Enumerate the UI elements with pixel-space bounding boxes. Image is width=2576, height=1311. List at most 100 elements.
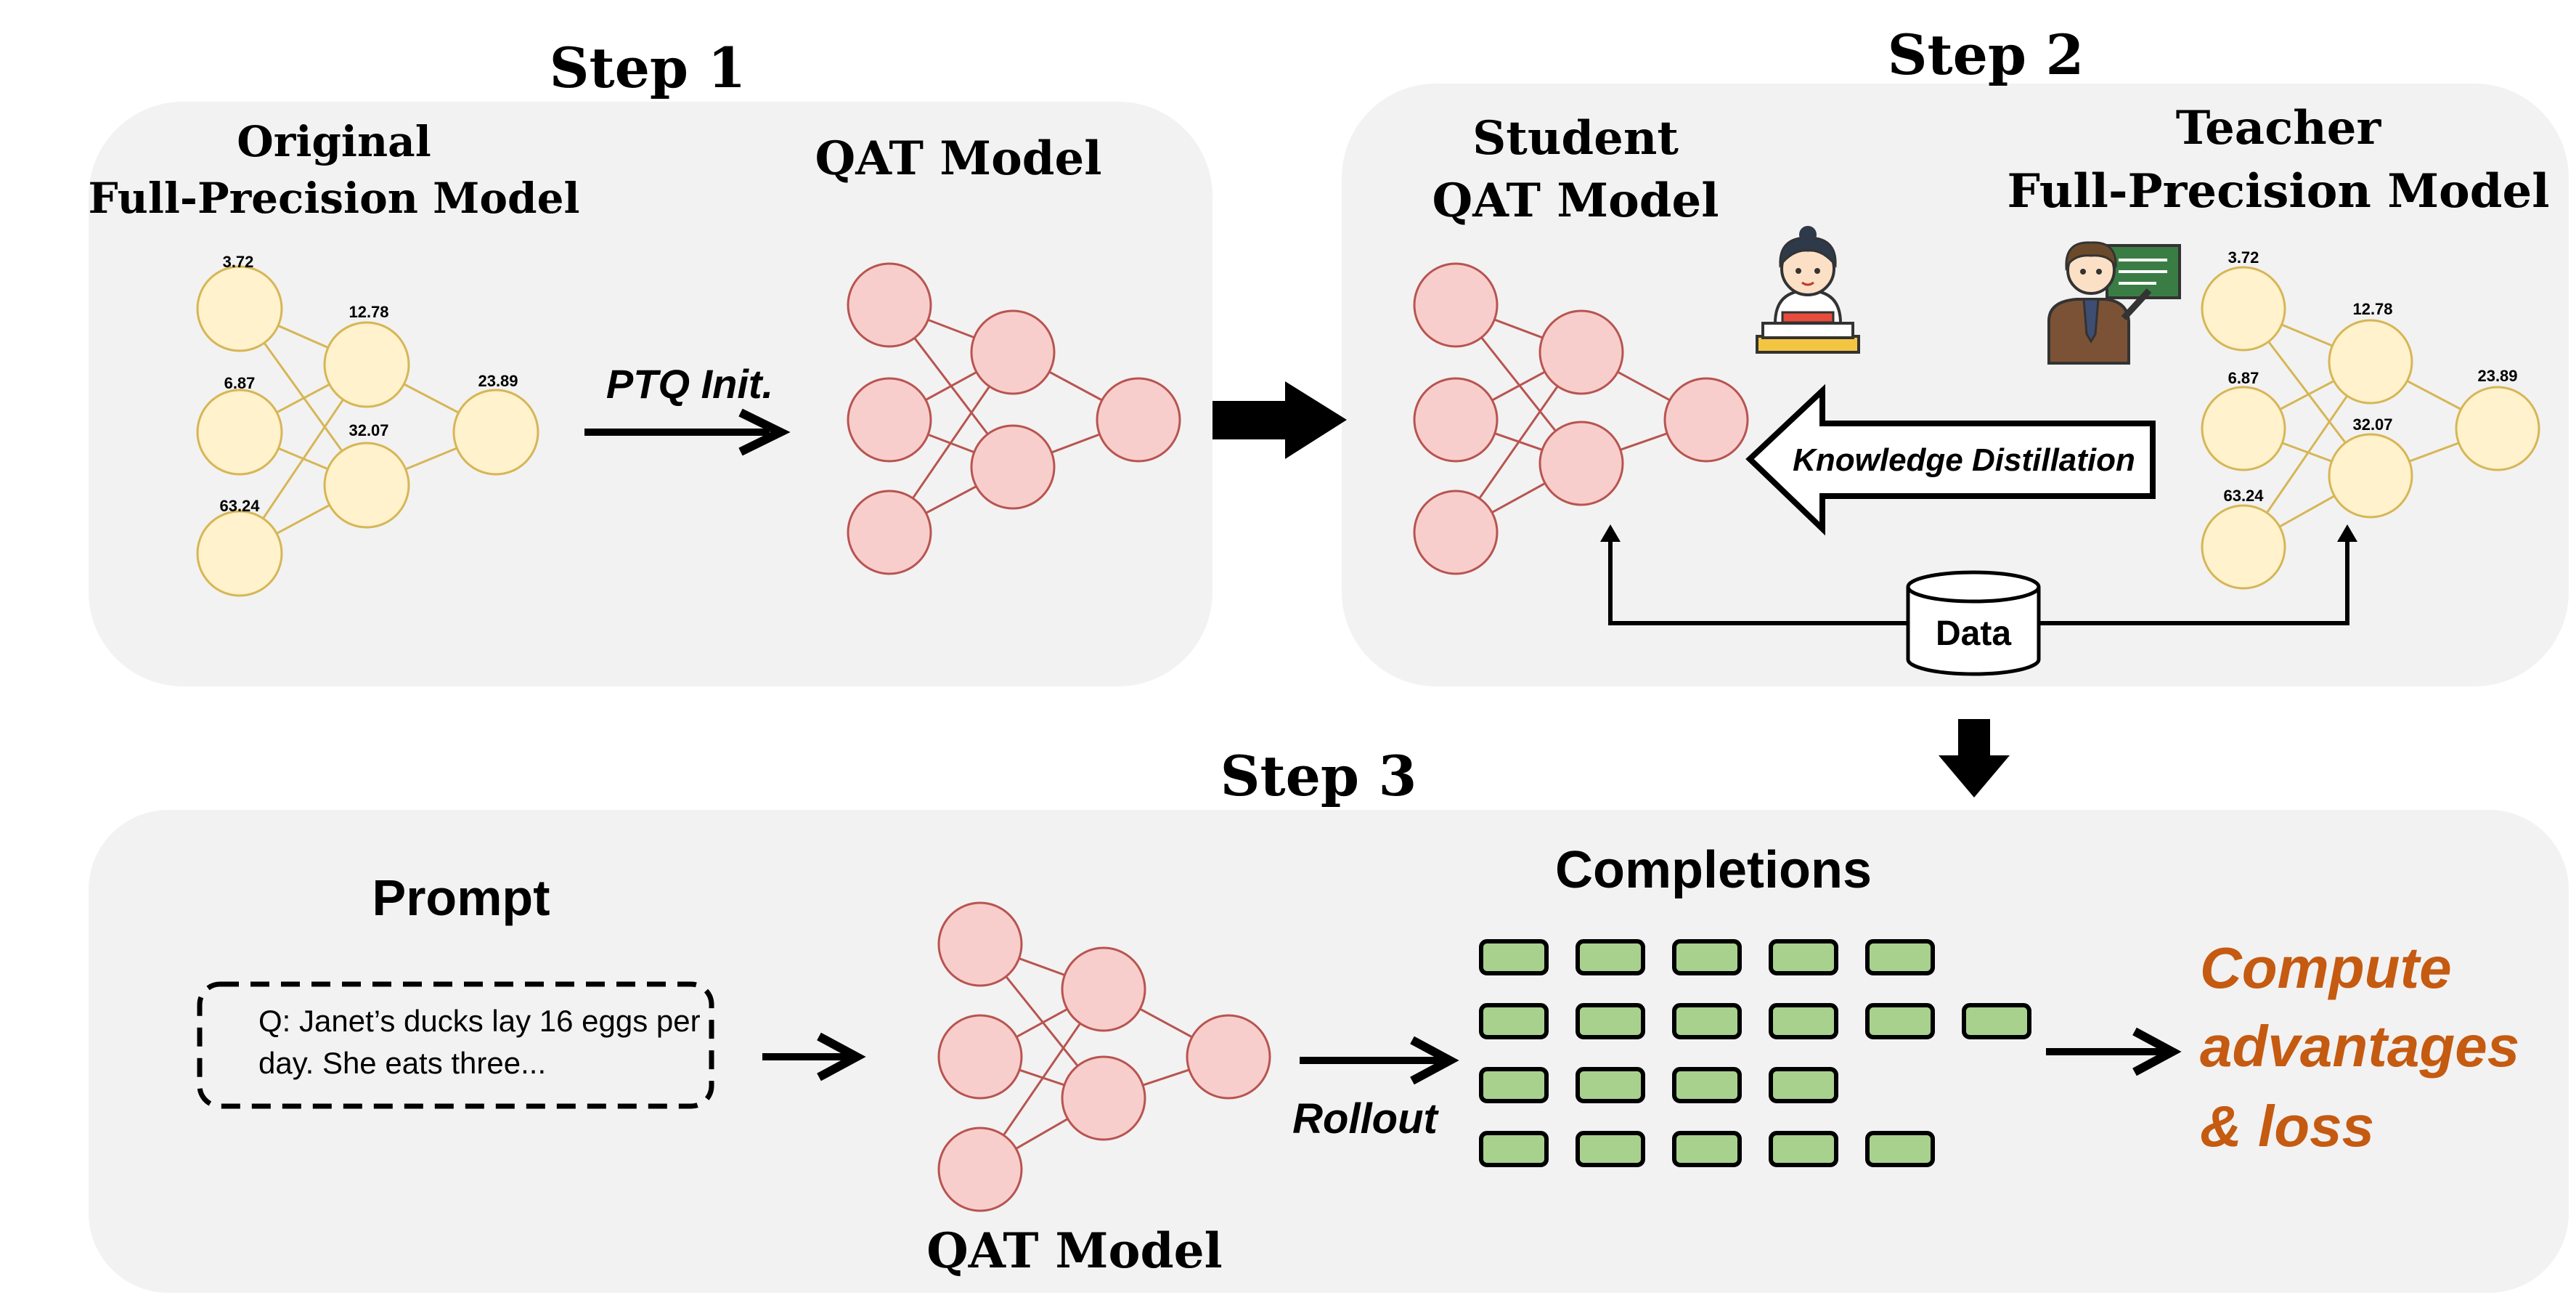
fp-network-step1 bbox=[196, 265, 539, 597]
qat-node bbox=[937, 1014, 1023, 1100]
fp-node-value: 23.89 bbox=[2477, 367, 2517, 385]
arrow-up-icon bbox=[2337, 524, 2357, 542]
qat-node bbox=[937, 1127, 1023, 1212]
qat-network-step1 bbox=[847, 262, 1181, 575]
teacher-label: Teacher bbox=[2176, 101, 2382, 155]
fp-node-value: 6.87 bbox=[2228, 369, 2259, 387]
completion-block bbox=[1962, 1003, 2031, 1039]
step1-panel bbox=[89, 102, 1212, 686]
data-label: Data bbox=[1936, 614, 2011, 653]
fp-node-value: 3.72 bbox=[223, 253, 254, 271]
completion-block bbox=[1672, 1067, 1742, 1103]
completion-block bbox=[1576, 1067, 1645, 1103]
qat-node bbox=[1538, 309, 1624, 395]
completion-block bbox=[1769, 939, 1838, 975]
completion-block bbox=[1769, 1003, 1838, 1039]
completion-block bbox=[1865, 1003, 1935, 1039]
completion-block bbox=[1479, 1003, 1549, 1039]
arrow-right-icon bbox=[2046, 1027, 2182, 1076]
completion-block bbox=[1672, 939, 1742, 975]
fp-node bbox=[2201, 266, 2286, 352]
step2-to-step3-arrow-icon bbox=[1939, 719, 2010, 797]
qat-node bbox=[1061, 1055, 1146, 1141]
completion-block bbox=[1479, 939, 1549, 975]
step1-title: Step 1 bbox=[550, 36, 746, 100]
prompt-label: Prompt bbox=[372, 869, 550, 926]
step1-to-step2-arrow-icon bbox=[1212, 381, 1347, 459]
completion-block bbox=[1672, 1131, 1742, 1167]
completion-block bbox=[1769, 1131, 1838, 1167]
qat-node bbox=[1663, 377, 1749, 463]
result-label-3: & loss bbox=[2200, 1094, 2374, 1158]
qat-node bbox=[970, 424, 1056, 510]
step3-qat-label: QAT Model bbox=[926, 1222, 1222, 1279]
student-icon bbox=[1756, 226, 1860, 354]
qat-node bbox=[1061, 946, 1146, 1032]
qat-node bbox=[847, 377, 932, 463]
completions-grid bbox=[1479, 939, 2031, 1167]
prompt-box bbox=[197, 981, 714, 1109]
completion-block bbox=[1576, 1003, 1645, 1039]
data-flow-lines bbox=[1608, 537, 2349, 625]
qat-node bbox=[1538, 421, 1624, 506]
completion-block bbox=[1769, 1067, 1838, 1103]
original-model-label-2: Full-Precision Model bbox=[89, 174, 580, 223]
fp-node bbox=[323, 321, 410, 408]
completion-block bbox=[1479, 1131, 1549, 1167]
fp-node-value: 12.78 bbox=[349, 303, 388, 321]
result-label-2: advantages bbox=[2200, 1014, 2519, 1079]
qat-node bbox=[1413, 490, 1499, 575]
arrow-right-icon bbox=[762, 1032, 866, 1081]
fp-node bbox=[452, 389, 539, 476]
prompt-text: Q: Janet’s ducks lay 16 eggs per bbox=[258, 1004, 701, 1038]
completion-block bbox=[1576, 939, 1645, 975]
completions-label: Completions bbox=[1555, 841, 1872, 899]
teacher-label-2: Full-Precision Model bbox=[2007, 164, 2549, 219]
completion-block bbox=[1865, 939, 1935, 975]
fp-node-value: 63.24 bbox=[219, 497, 260, 515]
qat-node bbox=[970, 309, 1056, 395]
fp-node-value: 6.87 bbox=[224, 374, 256, 392]
fp-node bbox=[2201, 504, 2286, 590]
qat-node bbox=[1413, 262, 1499, 348]
fp-node-value: 32.07 bbox=[349, 421, 388, 439]
step2-title: Step 2 bbox=[1888, 23, 2084, 87]
database-icon bbox=[1906, 570, 2041, 676]
fp-node bbox=[2201, 386, 2286, 471]
fp-node-value: 23.89 bbox=[478, 372, 518, 390]
fp-node-value: 12.78 bbox=[2352, 300, 2392, 318]
ptq-arrow-icon bbox=[584, 408, 791, 456]
fp-node bbox=[323, 442, 410, 529]
qat-node bbox=[847, 490, 932, 575]
knowledge-distillation-arrow-icon bbox=[1745, 383, 2156, 536]
completion-block bbox=[1576, 1131, 1645, 1167]
rollout-arrow-icon bbox=[1300, 1036, 1459, 1085]
knowledge-distillation-label: Knowledge Distillation bbox=[1793, 442, 2135, 478]
fp-node bbox=[2328, 319, 2413, 405]
fp-node-value: 3.72 bbox=[2228, 248, 2259, 267]
fp-node bbox=[196, 265, 283, 352]
ptq-init-label: PTQ Init. bbox=[606, 361, 773, 407]
fp-network-step2 bbox=[2201, 266, 2540, 590]
prompt-text-2: day. She eats three... bbox=[258, 1046, 546, 1080]
fp-node-value: 32.07 bbox=[2352, 415, 2392, 434]
fp-node bbox=[2455, 386, 2540, 471]
fp-node bbox=[196, 389, 283, 476]
qat-network-step3 bbox=[937, 901, 1271, 1212]
original-model-label: Original bbox=[237, 117, 431, 166]
student-label: Student bbox=[1472, 111, 1679, 166]
step3-title: Step 3 bbox=[1220, 744, 1417, 808]
completion-block bbox=[1865, 1131, 1935, 1167]
fp-node bbox=[196, 510, 283, 597]
student-network bbox=[1413, 262, 1749, 575]
completion-block bbox=[1672, 1003, 1742, 1039]
qat-node bbox=[1413, 377, 1499, 463]
step3-panel bbox=[89, 810, 2569, 1293]
completion-block bbox=[1479, 1067, 1549, 1103]
fp-node-value: 63.24 bbox=[2223, 487, 2264, 505]
student-label-2: QAT Model bbox=[1432, 174, 1719, 228]
arrow-up-icon bbox=[1600, 524, 1621, 542]
step1-qat-label: QAT Model bbox=[815, 131, 1101, 186]
qat-node bbox=[1096, 377, 1181, 463]
